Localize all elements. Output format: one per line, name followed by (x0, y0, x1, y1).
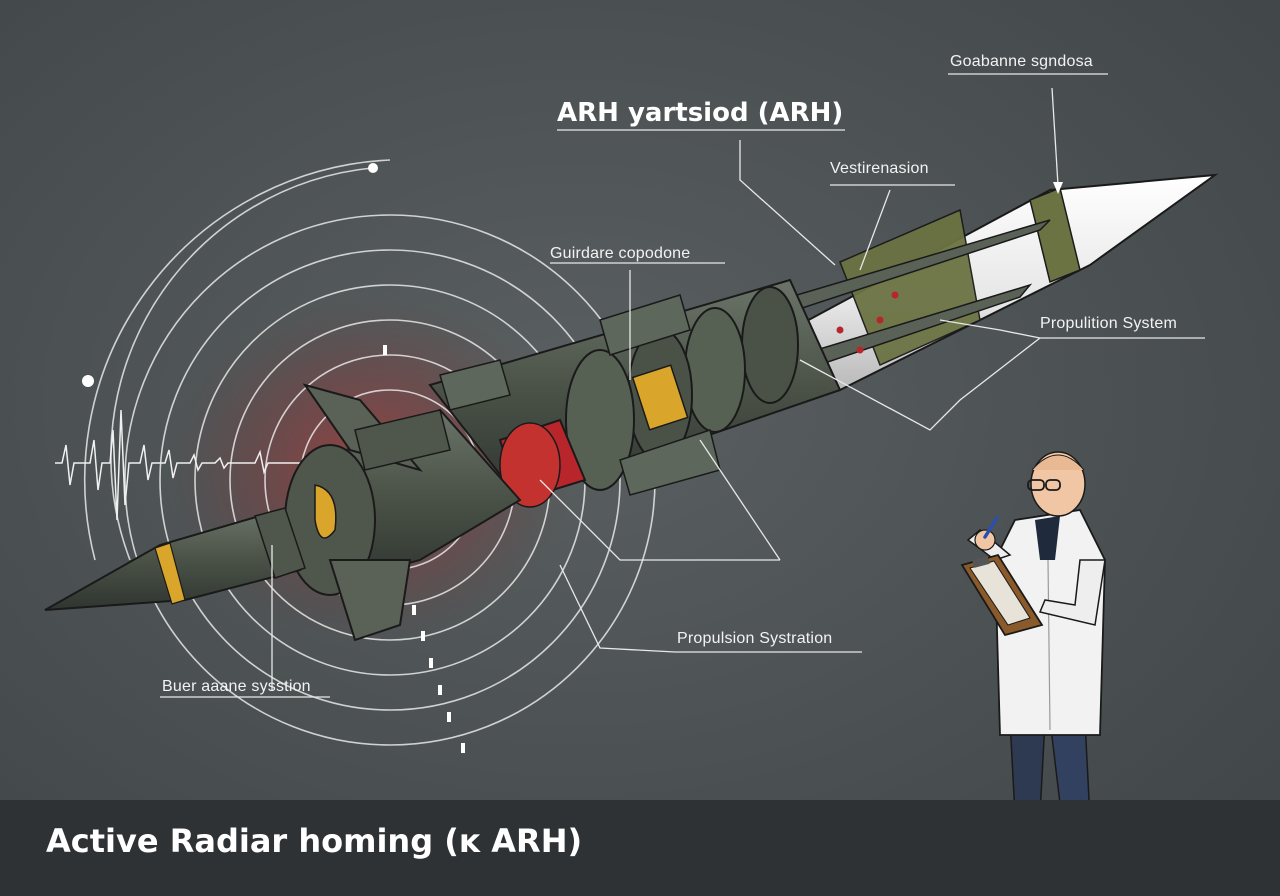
wave-marker-left (82, 375, 94, 387)
label-seeker: Buer aaane sysstion (162, 678, 311, 696)
caption-title: Active Radiar homing (ĸ ARH) (46, 822, 582, 860)
label-top-right: Goabanne sgndosa (950, 53, 1093, 71)
label-propulsion-right: Propulition System (1040, 315, 1177, 333)
scientist-icon (968, 452, 1105, 835)
caption-bar: Active Radiar homing (ĸ ARH) (0, 800, 1280, 896)
label-propulsion-lower: Propulsion Systration (677, 630, 832, 648)
main-title: ARH yartsiod (ARH) (557, 98, 843, 128)
label-guidance: Guirdare copodone (550, 245, 690, 263)
label-vestrenasion: Vestirenasion (830, 160, 929, 178)
wave-marker-top (368, 163, 378, 173)
